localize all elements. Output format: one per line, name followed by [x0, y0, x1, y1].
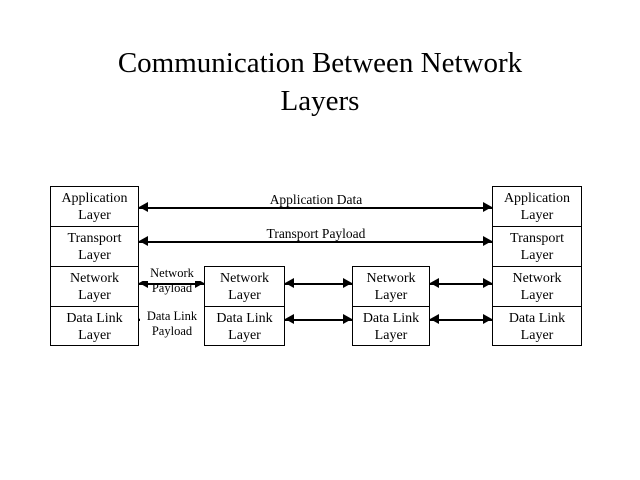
- arrow-shaft: [139, 207, 492, 209]
- arrowhead-right-icon: [483, 202, 492, 212]
- layer-label-line1: Data Link: [216, 311, 273, 326]
- arrow-shaft: [430, 319, 492, 321]
- layer-label-line2: Layer: [78, 247, 111, 263]
- arrow-shaft: [285, 319, 352, 321]
- layer-label-line1: Transport: [510, 230, 564, 246]
- arrowhead-left-icon: [285, 278, 294, 288]
- label-application-data: Application Data: [231, 192, 401, 207]
- label-network-payload: Network Payload: [140, 266, 204, 296]
- layer-box-datalink-router-1[interactable]: Data Link Layer: [205, 307, 284, 347]
- arrowhead-right-icon: [343, 278, 352, 288]
- arrowhead-left-icon: [139, 236, 148, 246]
- layer-label-line2: Layer: [520, 287, 554, 303]
- arrowhead-left-icon: [430, 314, 439, 324]
- layer-label-line2: Layer: [520, 207, 554, 223]
- arrowhead-left-icon: [139, 202, 148, 212]
- layer-box-application-right[interactable]: Application Layer: [493, 187, 581, 227]
- label-line2: Payload: [151, 281, 193, 295]
- layer-label-line2: Layer: [78, 287, 111, 303]
- layer-box-application-left[interactable]: Application Layer: [51, 187, 138, 227]
- layer-box-datalink-left[interactable]: Data Link Layer: [51, 307, 138, 347]
- layer-label-line1: Application: [61, 190, 128, 206]
- arrow-network-payload-right: [430, 278, 492, 289]
- layer-label-line2: Layer: [228, 287, 261, 303]
- arrowhead-right-icon: [343, 314, 352, 324]
- layer-box-datalink-router-2[interactable]: Data Link Layer: [353, 307, 429, 347]
- layer-stack-router-1: Network Layer Data Link Layer: [204, 266, 285, 346]
- layer-stack-right: Application Layer Transport Layer Networ…: [492, 186, 582, 346]
- layer-label-line1: Transport: [67, 230, 122, 246]
- layer-label-line2: Layer: [78, 328, 111, 343]
- layer-label-line1: Data Link: [508, 311, 566, 326]
- label-line2: Payload: [151, 324, 193, 338]
- layer-box-network-left[interactable]: Network Layer: [51, 267, 138, 307]
- layer-label-line2: Layer: [78, 207, 111, 223]
- layer-label-line1: Network: [512, 270, 562, 286]
- arrowhead-left-icon: [430, 278, 439, 288]
- layer-box-network-router-1[interactable]: Network Layer: [205, 267, 284, 307]
- layer-stack-router-2: Network Layer Data Link Layer: [352, 266, 430, 346]
- layer-stack-left: Application Layer Transport Layer Networ…: [50, 186, 139, 346]
- arrowhead-right-icon: [483, 278, 492, 288]
- arrowhead-right-icon: [483, 236, 492, 246]
- layer-label-line2: Layer: [520, 328, 554, 343]
- label-line1: Data Link: [140, 309, 204, 324]
- layer-box-datalink-right[interactable]: Data Link Layer: [493, 307, 581, 347]
- arrow-shaft: [285, 283, 352, 285]
- layer-label-line2: Layer: [228, 328, 261, 343]
- layer-label-line2: Layer: [520, 247, 554, 263]
- arrow-network-router-to-router: [285, 278, 352, 289]
- arrowhead-left-icon: [285, 314, 294, 324]
- layer-box-transport-right[interactable]: Transport Layer: [493, 227, 581, 267]
- arrowhead-right-icon: [483, 314, 492, 324]
- page-title: Communication Between Network Layers: [117, 47, 523, 117]
- arrow-datalink-router-to-router: [285, 314, 352, 325]
- layer-label-line1: Data Link: [66, 311, 123, 326]
- layer-label-line1: Network: [366, 270, 416, 286]
- layer-label-line1: Network: [220, 270, 269, 286]
- layer-label-line1: Application: [503, 190, 571, 206]
- layer-label-line1: Network: [70, 270, 119, 286]
- label-datalink-payload: Data Link Payload: [140, 309, 204, 339]
- layer-box-transport-left[interactable]: Transport Layer: [51, 227, 138, 267]
- layer-label-line1: Data Link: [362, 311, 420, 326]
- arrow-shaft: [430, 283, 492, 285]
- layer-box-network-right[interactable]: Network Layer: [493, 267, 581, 307]
- label-transport-payload: Transport Payload: [231, 226, 401, 241]
- layer-box-network-router-2[interactable]: Network Layer: [353, 267, 429, 307]
- arrow-datalink-payload-right: [430, 314, 492, 325]
- layer-label-line2: Layer: [374, 287, 408, 303]
- layer-label-line2: Layer: [374, 328, 408, 343]
- arrow-shaft: [139, 241, 492, 243]
- label-line1: Network: [140, 266, 204, 281]
